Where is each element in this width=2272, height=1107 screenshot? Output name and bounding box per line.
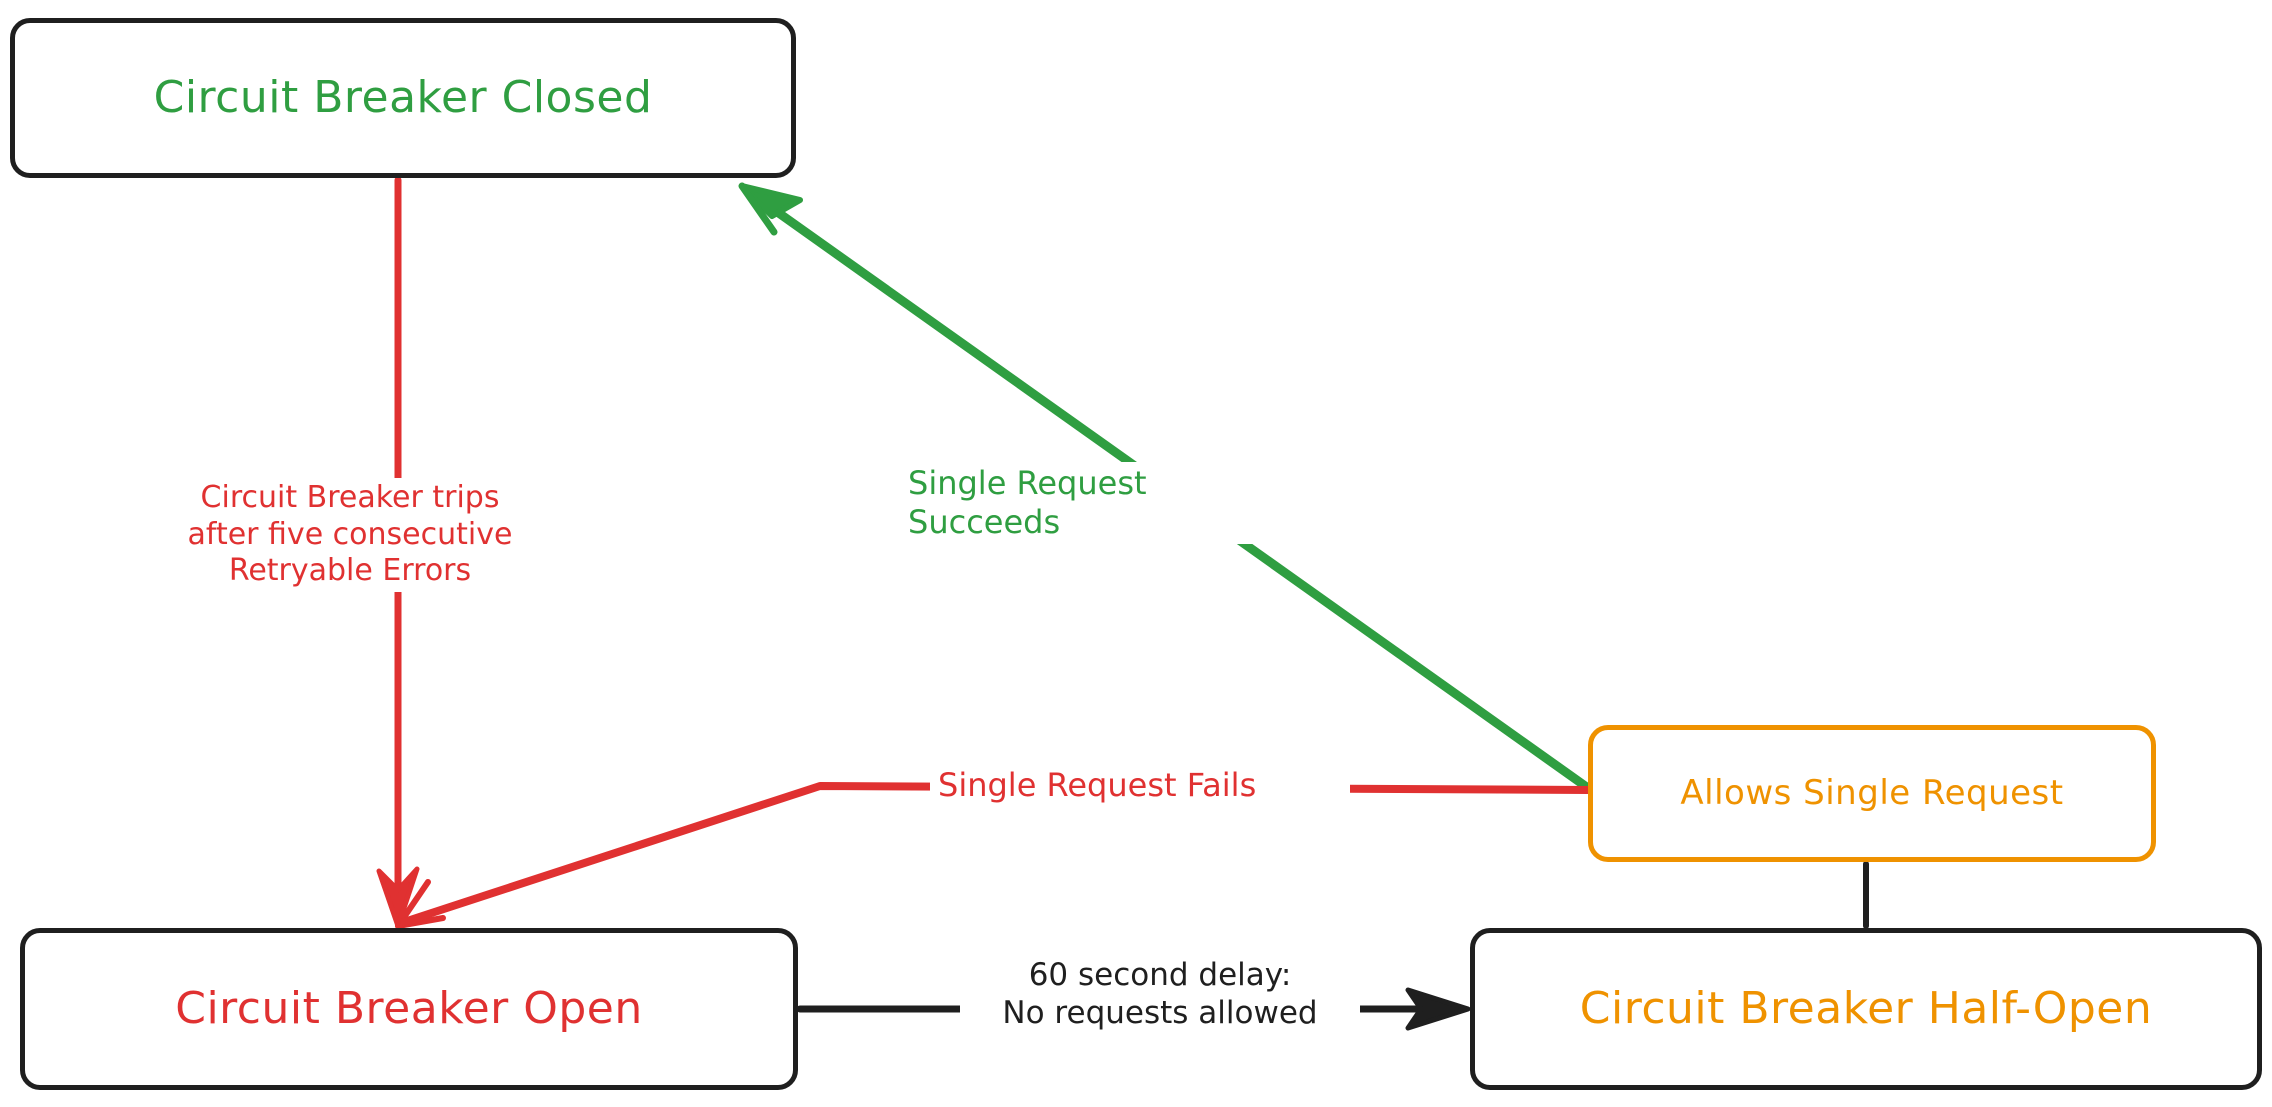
edge-label-closed-to-open: Circuit Breaker trips after five consecu… (150, 478, 550, 592)
node-label-closed: Circuit Breaker Closed (153, 71, 653, 123)
node-label-half-open: Circuit Breaker Half-Open (1579, 982, 2153, 1034)
node-label-allows: Allows Single Request (1680, 772, 2064, 813)
node-allows-single-request[interactable]: Allows Single Request (1588, 725, 2156, 862)
edge-label-allows-to-closed: Single Request Succeeds (900, 462, 1300, 545)
edge-label-open-to-half-open: 60 second delay: No requests allowed (960, 955, 1360, 1035)
edge-label-allows-to-open: Single Request Fails (930, 764, 1350, 808)
node-circuit-breaker-closed[interactable]: Circuit Breaker Closed (10, 18, 796, 178)
node-label-open: Circuit Breaker Open (175, 982, 643, 1034)
node-circuit-breaker-open[interactable]: Circuit Breaker Open (20, 928, 798, 1090)
node-circuit-breaker-half-open[interactable]: Circuit Breaker Half-Open (1470, 928, 2262, 1090)
